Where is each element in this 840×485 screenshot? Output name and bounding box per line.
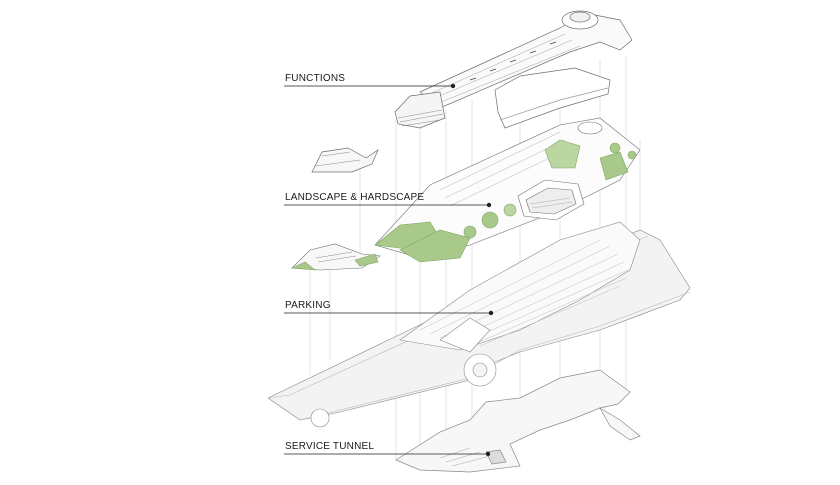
layer-label-service-tunnel: SERVICE TUNNEL (285, 441, 375, 452)
service-tunnel-layer (395, 369, 641, 473)
layer-label-landscape-hardscape: LANDSCAPE & HARDSCAPE (285, 192, 425, 203)
parking-layer (267, 221, 691, 428)
landscape-layer (290, 117, 641, 271)
label-leaders (284, 85, 491, 455)
leader-dots (450, 83, 494, 457)
layer-label-parking: PARKING (285, 300, 331, 311)
functions-layer (311, 10, 633, 173)
layer-label-functions: FUNCTIONS (285, 73, 346, 84)
